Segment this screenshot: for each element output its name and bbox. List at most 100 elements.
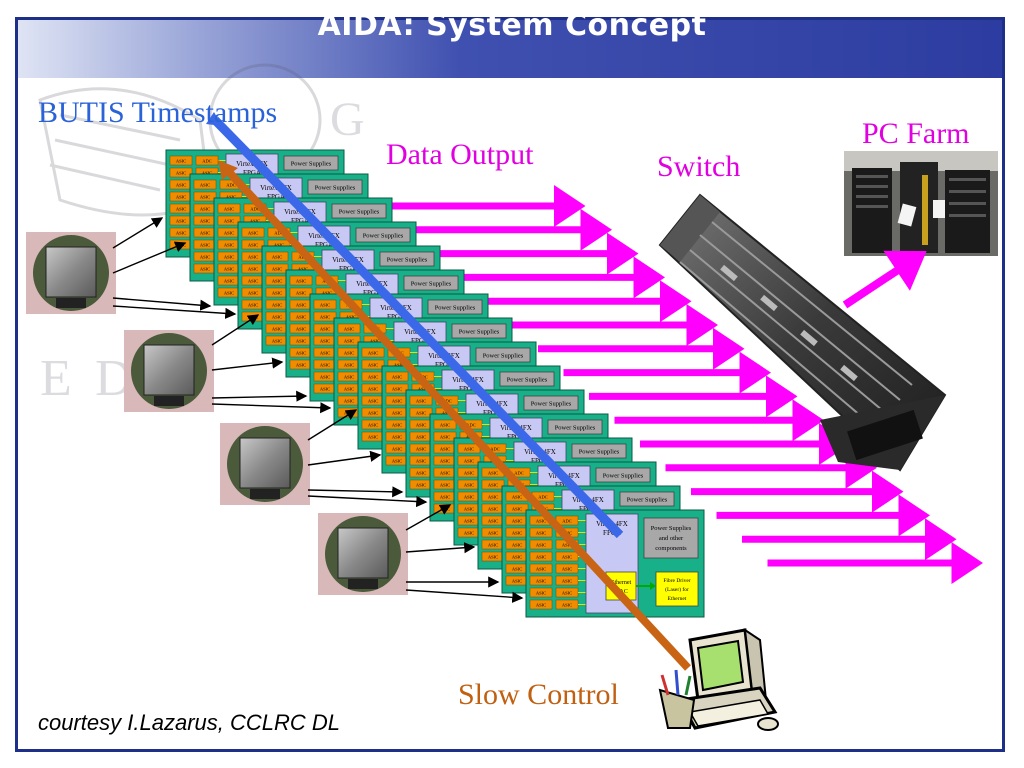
detector-icon [124, 330, 214, 412]
detector-to-board-arrow [112, 305, 237, 319]
svg-text:ASIC: ASIC [368, 411, 378, 416]
svg-text:Ethernet: Ethernet [668, 596, 687, 602]
svg-text:ASIC: ASIC [488, 531, 498, 536]
svg-text:ADC: ADC [538, 495, 548, 500]
svg-text:ADC: ADC [250, 207, 260, 212]
svg-text:ASIC: ASIC [562, 579, 572, 584]
svg-text:ASIC: ASIC [296, 351, 306, 356]
slow-control-label: Slow Control [458, 678, 619, 711]
svg-text:ASIC: ASIC [200, 207, 210, 212]
svg-text:FPGA: FPGA [243, 169, 261, 177]
svg-text:ASIC: ASIC [224, 207, 234, 212]
svg-text:ASIC: ASIC [368, 435, 378, 440]
svg-text:ASIC: ASIC [176, 219, 186, 224]
svg-text:ASIC: ASIC [224, 291, 234, 296]
svg-text:Ethernet: Ethernet [611, 580, 632, 586]
svg-text:ADC: ADC [226, 183, 236, 188]
detector-to-board-arrow [307, 409, 358, 441]
slide-frame [15, 17, 1005, 752]
svg-text:Power Supplies: Power Supplies [603, 473, 644, 480]
svg-text:ASIC: ASIC [536, 555, 546, 560]
detector-group [26, 217, 524, 603]
svg-text:FPGA: FPGA [267, 193, 285, 201]
svg-text:ASIC: ASIC [200, 231, 210, 236]
svg-text:ASIC: ASIC [512, 507, 522, 512]
svg-text:Power Supplies: Power Supplies [339, 209, 380, 216]
svg-text:ASIC: ASIC [392, 447, 402, 452]
svg-text:ASIC: ASIC [224, 231, 234, 236]
svg-text:ASIC: ASIC [416, 399, 426, 404]
svg-text:ASIC: ASIC [392, 435, 402, 440]
svg-text:FPGA: FPGA [459, 385, 477, 393]
detector-to-board-arrow [211, 402, 332, 414]
svg-text:Power Supplies: Power Supplies [411, 281, 452, 288]
svg-text:FPGA: FPGA [435, 361, 453, 369]
svg-text:ASIC: ASIC [440, 423, 450, 428]
svg-text:ASIC: ASIC [224, 267, 234, 272]
svg-text:ASIC: ASIC [298, 267, 308, 272]
svg-text:ASIC: ASIC [488, 483, 498, 488]
svg-text:ASIC: ASIC [488, 471, 498, 476]
svg-text:ASIC: ASIC [488, 507, 498, 512]
svg-text:ASIC: ASIC [200, 219, 210, 224]
svg-text:ASIC: ASIC [368, 351, 378, 356]
svg-text:ASIC: ASIC [416, 411, 426, 416]
svg-text:ASIC: ASIC [320, 303, 330, 308]
svg-text:ASIC: ASIC [200, 195, 210, 200]
svg-text:FPGA: FPGA [387, 313, 405, 321]
detector-to-board-arrow [211, 314, 260, 346]
svg-text:ASIC: ASIC [440, 459, 450, 464]
detector-to-board-arrow [405, 589, 524, 603]
svg-text:Power Supplies: Power Supplies [555, 425, 596, 432]
svg-text:Power Supplies: Power Supplies [435, 305, 476, 312]
svg-text:ASIC: ASIC [248, 267, 258, 272]
svg-text:FPGA: FPGA [555, 481, 573, 489]
svg-text:ADC: ADC [562, 519, 572, 524]
svg-text:ASIC: ASIC [512, 567, 522, 572]
svg-text:ASIC: ASIC [418, 387, 428, 392]
svg-text:Power Supplies: Power Supplies [291, 161, 332, 168]
svg-text:ASIC: ASIC [224, 279, 234, 284]
svg-text:ASIC: ASIC [536, 531, 546, 536]
svg-text:ASIC: ASIC [200, 183, 210, 188]
svg-text:ASIC: ASIC [250, 219, 260, 224]
svg-text:ASIC: ASIC [392, 399, 402, 404]
svg-text:ASIC: ASIC [176, 183, 186, 188]
svg-text:ASIC: ASIC [200, 255, 210, 260]
svg-text:ADC: ADC [490, 447, 500, 452]
data-output-label: Data Output [386, 138, 534, 171]
svg-text:ASIC: ASIC [320, 351, 330, 356]
svg-text:ADC: ADC [514, 471, 524, 476]
detector-icon [318, 513, 408, 595]
detector-icon [220, 423, 310, 505]
detector-to-board-arrow [112, 241, 187, 274]
svg-text:ASIC: ASIC [512, 519, 522, 524]
svg-text:ASIC: ASIC [296, 315, 306, 320]
detector-to-board-arrow [307, 450, 382, 466]
svg-text:ASIC: ASIC [322, 291, 332, 296]
svg-text:ASIC: ASIC [536, 567, 546, 572]
svg-text:ASIC: ASIC [464, 459, 474, 464]
svg-text:ASIC: ASIC [464, 531, 474, 536]
svg-text:ASIC: ASIC [512, 531, 522, 536]
svg-text:FPGA: FPGA [291, 217, 309, 225]
detector-icon [26, 232, 116, 314]
svg-text:ASIC: ASIC [562, 543, 572, 548]
svg-text:ASIC: ASIC [562, 591, 572, 596]
svg-text:ASIC: ASIC [248, 303, 258, 308]
svg-text:ADC: ADC [442, 399, 452, 404]
svg-text:ASIC: ASIC [368, 375, 378, 380]
svg-text:FPGA: FPGA [483, 409, 501, 417]
svg-text:ASIC: ASIC [488, 543, 498, 548]
svg-text:ASIC: ASIC [272, 315, 282, 320]
svg-text:ASIC: ASIC [440, 495, 450, 500]
courtesy-credit: courtesy I.Lazarus, CCLRC DL [38, 710, 340, 735]
svg-text:ASIC: ASIC [536, 543, 546, 548]
svg-text:ASIC: ASIC [248, 279, 258, 284]
svg-text:ASIC: ASIC [200, 267, 210, 272]
svg-text:Power Supplies: Power Supplies [483, 353, 524, 360]
svg-text:ASIC: ASIC [344, 375, 354, 380]
svg-text:FPGA: FPGA [363, 289, 381, 297]
slide-title: AIDA: System Concept [317, 8, 707, 43]
svg-text:ASIC: ASIC [440, 483, 450, 488]
